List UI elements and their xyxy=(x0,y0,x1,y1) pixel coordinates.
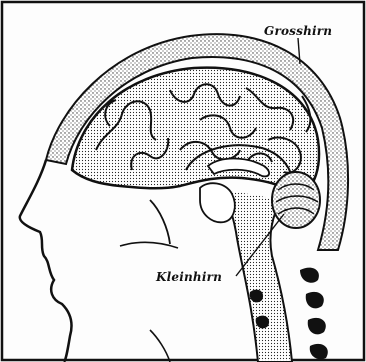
nasal-cavity xyxy=(150,200,170,244)
label-cerebellum: Kleinhirn xyxy=(156,270,222,284)
throat-line xyxy=(150,330,170,362)
midbrain xyxy=(200,183,235,222)
face-profile xyxy=(20,160,72,362)
label-cerebrum: Grosshirn xyxy=(264,24,332,38)
